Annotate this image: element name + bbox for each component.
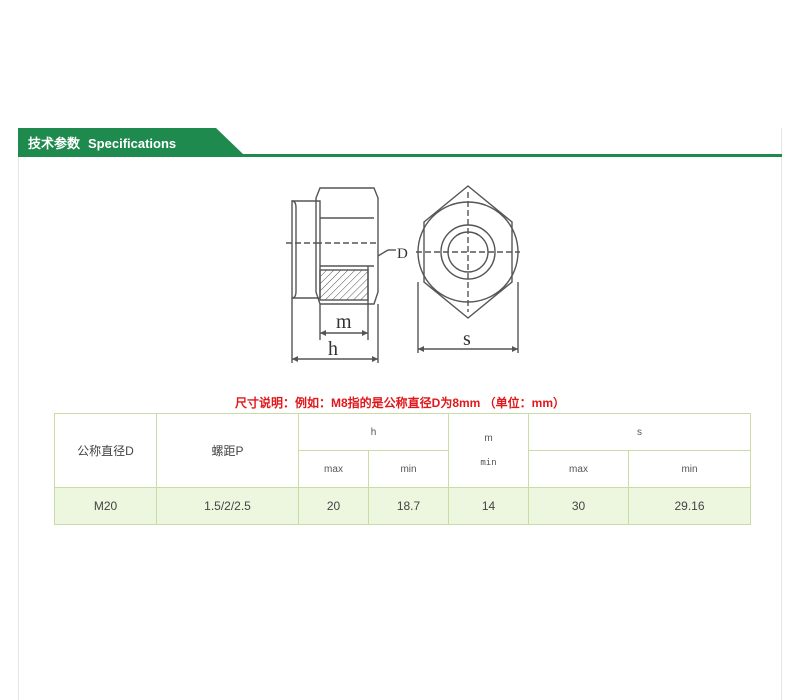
header-h-min: min [368,450,449,488]
cell-h-min: 18.7 [368,487,449,525]
label-m: m [336,311,352,333]
header-pitch: 螺距P [156,413,299,488]
header-s: s [528,413,751,451]
header-nominal: 公称直径D [54,413,157,488]
label-h: h [328,338,338,360]
section-header [18,128,782,158]
spec-table: 公称直径D 螺距P h m min s max min max min M20 … [54,413,751,525]
header-m: m [484,433,493,444]
table-row: M20 1.5/2/2.5 20 18.7 14 30 29.16 [54,487,751,525]
header-band-shape [18,128,782,157]
cell-m-min: 14 [448,487,529,525]
header-s-min: min [628,450,751,488]
header-m-unit: min [480,458,497,468]
cell-s-max: 30 [528,487,629,525]
label-s: s [463,328,471,350]
nut-body-side [315,187,379,305]
section-title: 技术参数 Specifications [28,135,176,153]
size-note: 尺寸说明：例如：M8指的是公称直径D为8mm （单位：mm） [234,396,566,410]
content-frame [18,128,782,700]
section-title-cn: 技术参数 [28,136,81,151]
header-h: h [298,413,449,451]
header-h-max: max [298,450,369,488]
section-hatch [319,269,369,301]
insert-curve [291,200,297,299]
nut-hex-front [423,185,513,319]
header-m-cell: m min [448,413,529,488]
cell-pitch: 1.5/2/2.5 [156,487,299,525]
cell-s-min: 29.16 [628,487,751,525]
nut-technical-drawing: D m h s [286,185,520,363]
label-d: D [397,246,408,262]
cell-nominal: M20 [54,487,157,525]
section-title-en: Specifications [88,136,177,151]
header-s-max: max [528,450,629,488]
cell-h-max: 20 [298,487,369,525]
